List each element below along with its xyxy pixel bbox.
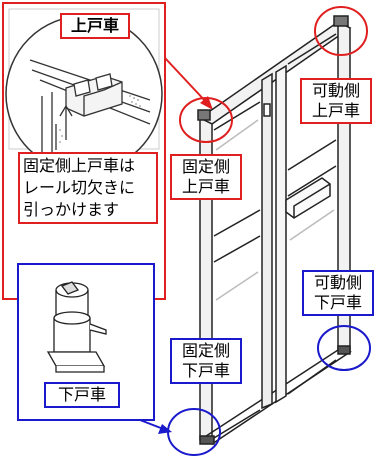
fixed-side-mounting-note: 固定側上戸車は レール切欠きに 引っかけます xyxy=(18,152,158,224)
lower-roller-title-label: 下戸車 xyxy=(44,382,120,408)
lower-callout-arrow xyxy=(139,419,172,434)
upper-right-roller-highlight xyxy=(314,6,368,56)
movable-side-upper-roller-label: 可動側 上戸車 xyxy=(300,78,372,124)
upper-roller-title-label: 上戸車 xyxy=(60,13,130,39)
lower-roller-detail-inset xyxy=(17,263,155,421)
upper-roller-detail-inset xyxy=(2,2,166,300)
fixed-side-lower-roller-label: 固定側 下戸車 xyxy=(170,338,242,384)
movable-side-lower-roller-label: 可動側 下戸車 xyxy=(302,270,374,316)
fixed-side-upper-roller-label: 固定側 上戸車 xyxy=(170,154,242,200)
upper-callout-arrow xyxy=(164,57,213,110)
lower-right-roller-highlight xyxy=(317,325,371,371)
upper-left-roller-highlight xyxy=(179,97,233,143)
